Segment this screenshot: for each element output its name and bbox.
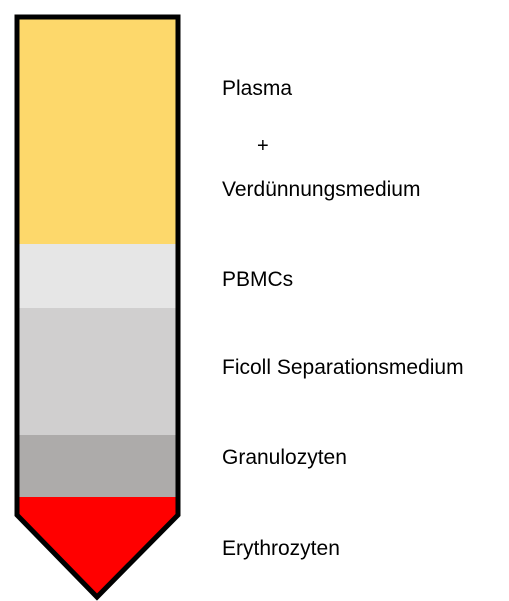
granulozyten-layer [17,435,178,497]
label-granulozyten: Granulozyten [222,447,347,468]
label-plasma: Plasma [222,78,292,99]
ficoll-layer [17,308,178,435]
label-plus: + [257,136,269,156]
pbmcs-layer [17,244,178,308]
label-ficoll: Ficoll Separationsmedium [222,357,464,378]
erythrozyten-layer [17,497,178,597]
label-pbmcs: PBMCs [222,269,293,290]
label-verduennungsmedium: Verdünnungsmedium [222,179,420,200]
plasma-layer [17,17,178,244]
label-erythrozyten: Erythrozyten [222,538,340,559]
